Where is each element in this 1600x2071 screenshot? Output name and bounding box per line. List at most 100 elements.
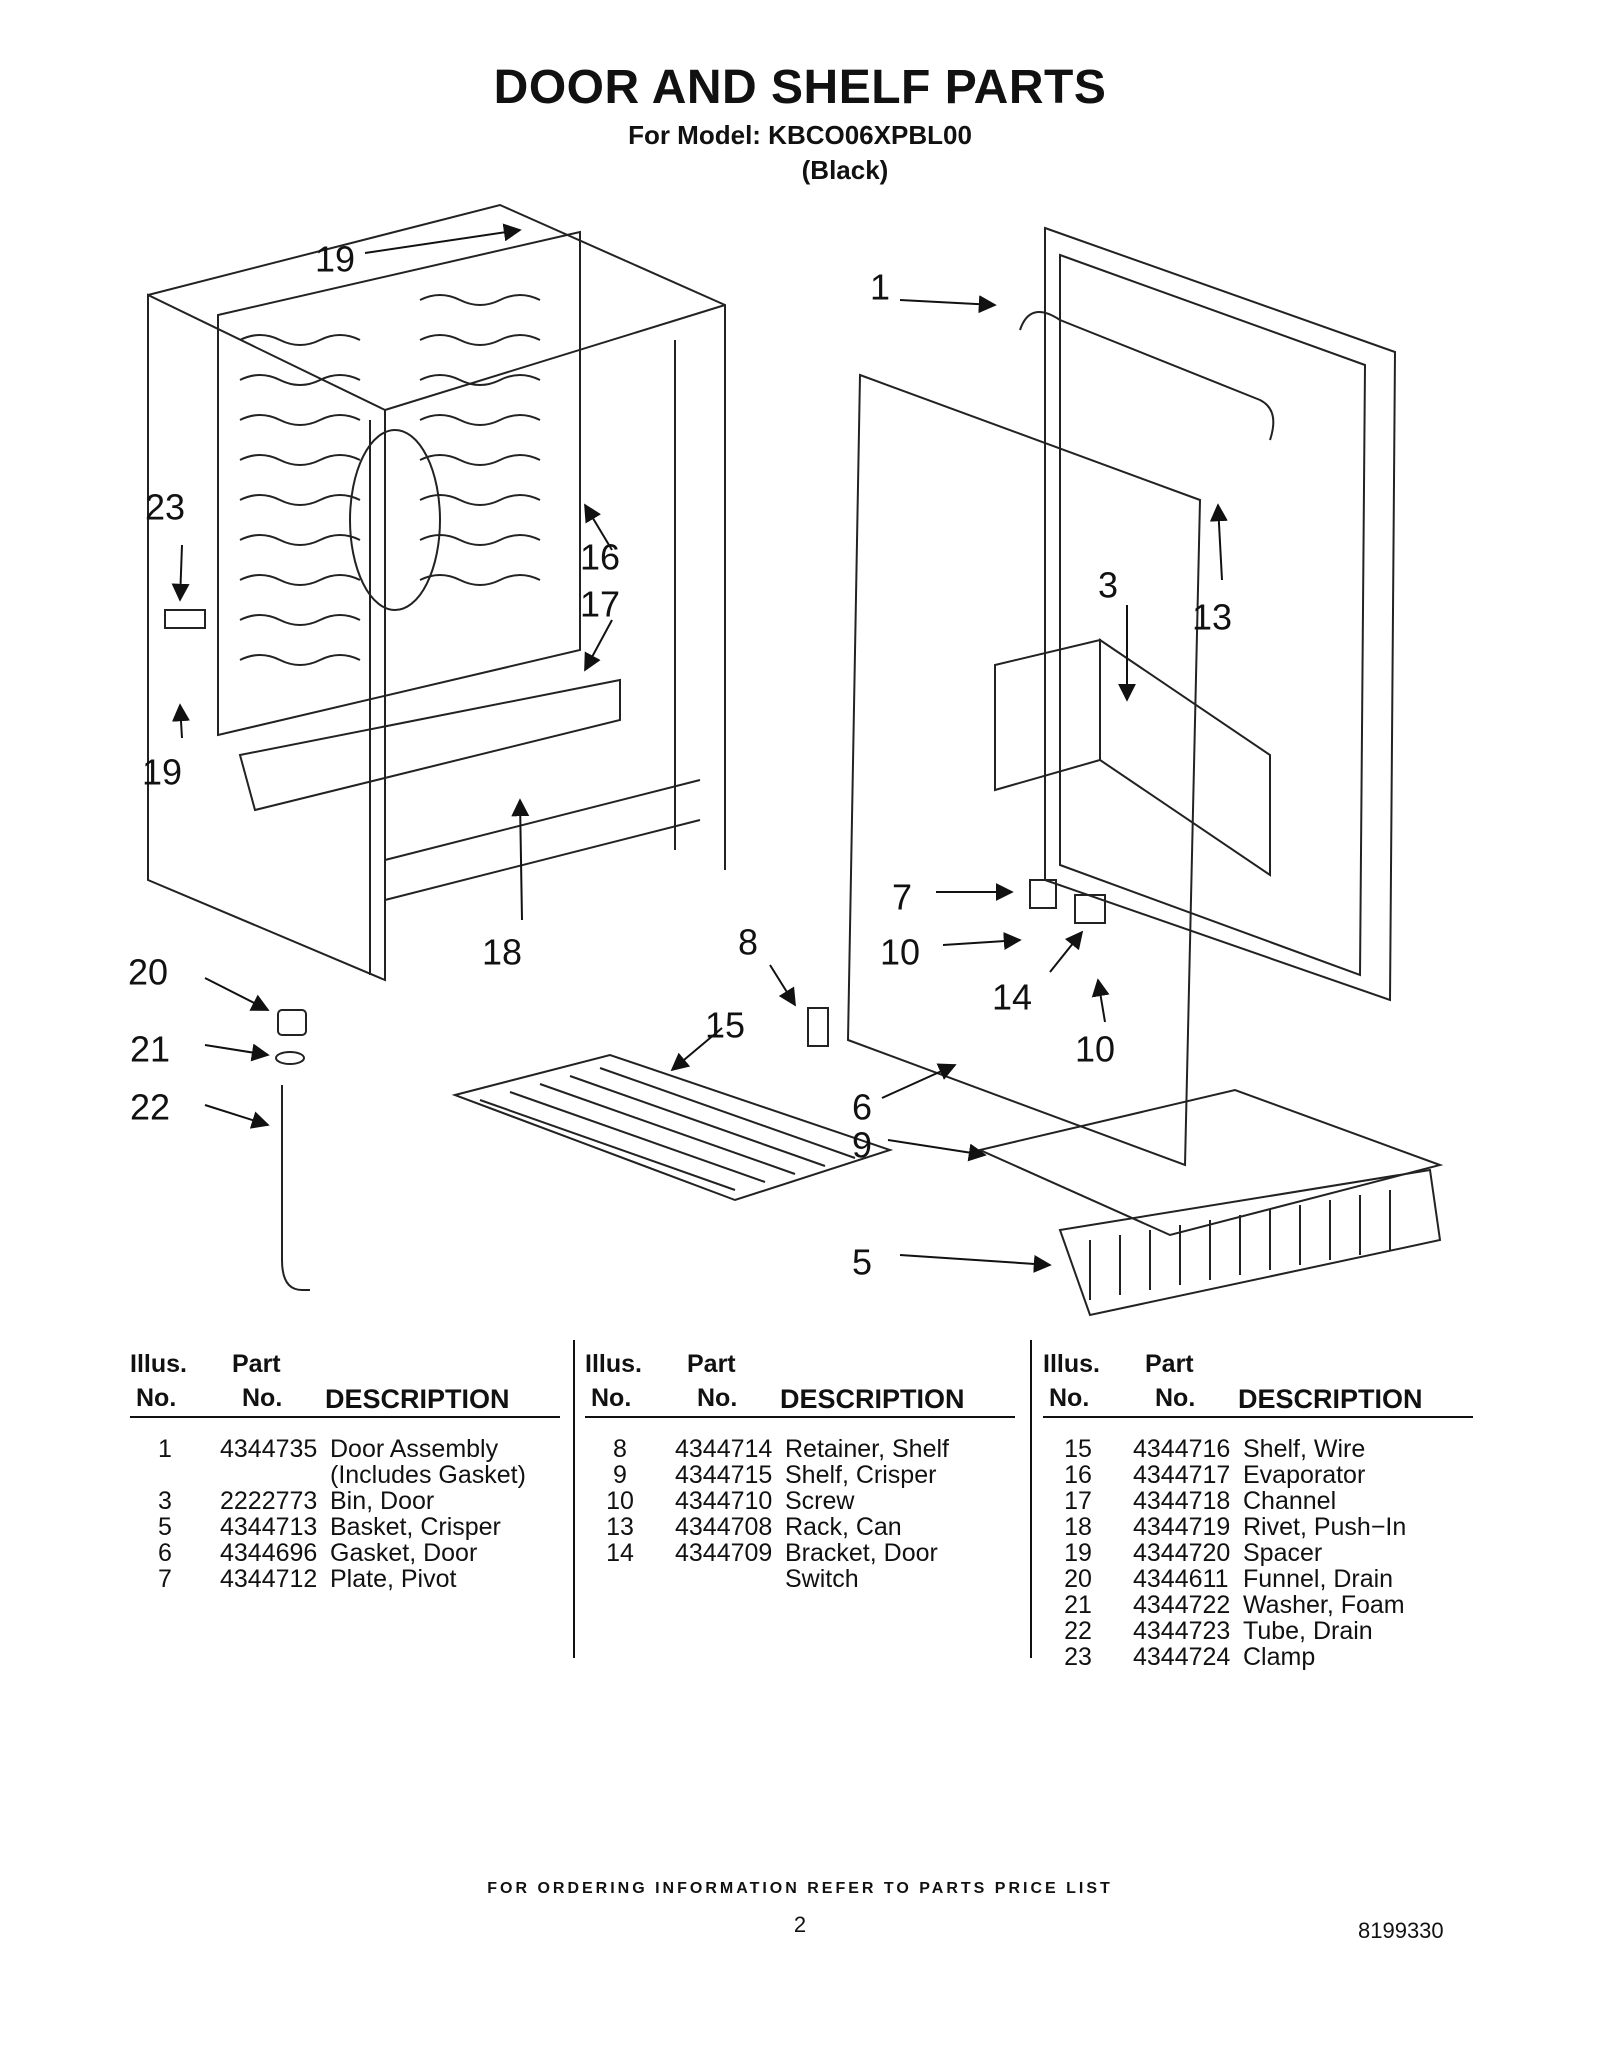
callout: 6: [852, 1063, 957, 1128]
illus-number: 19: [1064, 1539, 1092, 1567]
callout: 3: [1098, 565, 1136, 702]
callout: 18: [482, 798, 530, 973]
callout: 8: [738, 922, 796, 1007]
callout-leader: [1049, 930, 1084, 973]
callout: 19: [142, 703, 190, 793]
part-number: 4344713: [220, 1513, 318, 1541]
illus-number: 22: [1064, 1617, 1092, 1645]
part-number: 4344716: [1133, 1435, 1231, 1463]
part-number: 4344735: [220, 1435, 318, 1463]
callout-number: 18: [482, 932, 522, 973]
callout: 9: [852, 1125, 987, 1166]
callout-leader: [204, 1043, 270, 1062]
callout: 10: [1075, 978, 1115, 1070]
callout-number: 22: [130, 1087, 170, 1128]
callout-leader: [769, 964, 796, 1007]
page-number: 2: [793, 1912, 807, 1937]
illus-number: 3: [158, 1487, 172, 1515]
callout-number: 8: [738, 922, 758, 963]
callout-leader: [171, 544, 190, 602]
table-divider-1: [573, 1340, 575, 1658]
callout-leader: [364, 223, 522, 254]
callout: 21: [130, 1029, 270, 1070]
callout-number: 5: [852, 1242, 872, 1283]
part-number: 4344720: [1133, 1539, 1231, 1567]
pivot-plate-drawing: [1029, 879, 1057, 909]
callout: 15: [670, 1005, 745, 1072]
part-number: 4344717: [1133, 1461, 1231, 1489]
illus-number: 7: [158, 1565, 172, 1593]
cabinet-drawing: [147, 203, 726, 982]
part-description: Spacer: [1243, 1539, 1323, 1567]
callout-leader: [899, 295, 997, 314]
callout-number: 10: [1075, 1029, 1115, 1070]
drain-funnel-drawing: [277, 1009, 307, 1036]
illus-number: 8: [613, 1435, 627, 1463]
callout: 16: [580, 503, 620, 578]
illus-number: 10: [606, 1487, 634, 1515]
part-number: 4344696: [220, 1539, 318, 1567]
callout: 23: [145, 487, 190, 602]
table-row: 19 4344720 Spacer: [1043, 1540, 1473, 1566]
callout: 19: [315, 223, 522, 280]
model-subtitle: For Model: KBCO06XPBL00: [628, 120, 972, 150]
callout-number: 17: [580, 584, 620, 625]
part-number: 4344611: [1133, 1565, 1229, 1593]
callout-leader: [670, 1027, 723, 1072]
part-description: (Includes Gasket): [330, 1461, 526, 1489]
illus-number: 1: [158, 1435, 172, 1463]
callout-leader: [204, 977, 270, 1011]
part-number: 4344723: [1133, 1617, 1231, 1645]
callout: 22: [130, 1087, 270, 1129]
callout-number: 1: [870, 267, 890, 308]
part-number: 4344712: [220, 1565, 318, 1593]
callout-leader: [204, 1104, 270, 1129]
part-number: 4344718: [1133, 1487, 1231, 1515]
illus-number: 16: [1064, 1461, 1092, 1489]
page-title: DOOR AND SHELF PARTS: [493, 61, 1107, 114]
callout-leader: [1209, 503, 1228, 581]
illus-number: 13: [606, 1513, 634, 1541]
illus-number: 15: [1064, 1435, 1092, 1463]
callout-number: 3: [1098, 565, 1118, 606]
illus-number: 14: [606, 1539, 634, 1567]
crisper-basket-drawing: [1058, 1168, 1442, 1317]
clamp-drawing: [164, 609, 206, 629]
part-description: Evaporator: [1243, 1461, 1366, 1489]
callout-number: 6: [852, 1087, 872, 1128]
callout-number: 21: [130, 1029, 170, 1070]
parts-table-col-1: Illus. No. Part No. DESCRIPTION 1 4344735…: [130, 1350, 560, 1592]
document-number: 8199330: [1358, 1918, 1444, 1943]
callout: 14: [992, 930, 1084, 1018]
door-switch-bracket-drawing: [1074, 894, 1106, 924]
part-description: Rivet, Push−In: [1243, 1513, 1407, 1541]
part-description: Bracket, Door: [785, 1539, 938, 1567]
callout-leader: [584, 503, 613, 551]
table-header: Illus. No. Part No. DESCRIPTION: [130, 1350, 560, 1418]
wire-shelf-drawing: [451, 1053, 894, 1202]
part-description: Tube, Drain: [1243, 1617, 1373, 1645]
illus-number: 5: [158, 1513, 172, 1541]
callout-number: 23: [145, 487, 185, 528]
table-header: Illus. No. Part No. DESCRIPTION: [585, 1350, 1015, 1418]
evaporator-drawing: [217, 230, 581, 737]
gasket-drawing: [846, 373, 1202, 1167]
callout-leader: [899, 1254, 1052, 1273]
callout: 5: [852, 1242, 1052, 1283]
channel-drawing: [238, 678, 621, 812]
